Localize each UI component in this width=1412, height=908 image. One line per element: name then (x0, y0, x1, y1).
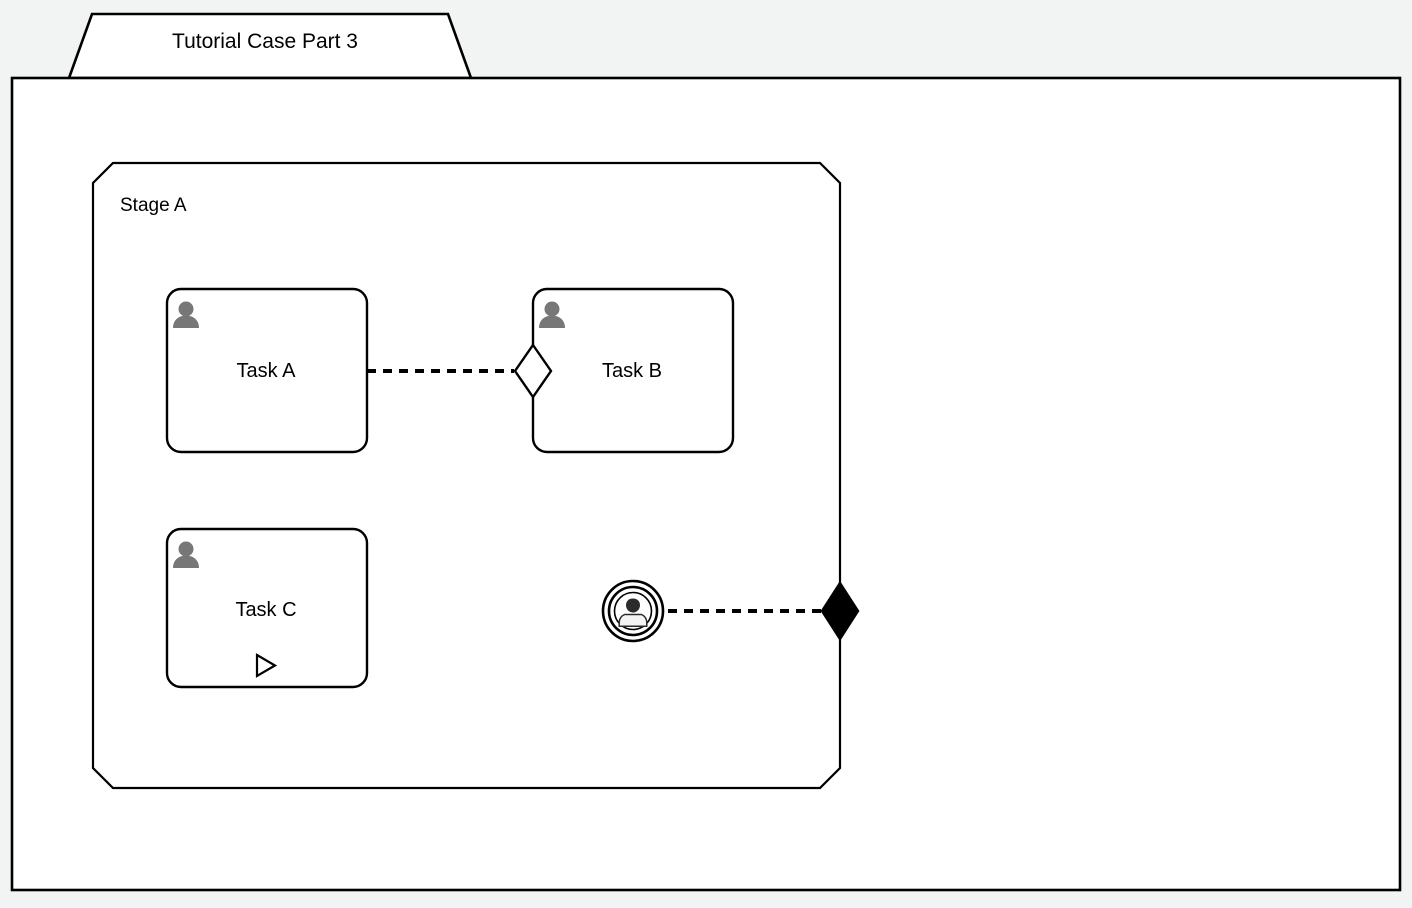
manual-activation-play-icon (255, 653, 278, 678)
entry-criterion-task-b[interactable] (513, 342, 553, 400)
task-c-shape[interactable] (165, 527, 369, 689)
user-event-listener-icon[interactable] (601, 579, 665, 643)
case-title: Tutorial Case Part 3 (172, 30, 358, 53)
task-a-shape[interactable] (165, 287, 369, 454)
exit-criterion-stage-a[interactable] (820, 580, 860, 642)
stage-a-label: Stage A (120, 195, 187, 216)
person-icon (539, 301, 565, 328)
task-a-label: Task A (236, 360, 296, 382)
stage-a-shape[interactable] (91, 161, 842, 790)
task-b-label: Task B (601, 360, 663, 382)
person-icon (173, 541, 199, 568)
person-icon (173, 301, 199, 328)
task-c-label: Task C (235, 599, 297, 621)
